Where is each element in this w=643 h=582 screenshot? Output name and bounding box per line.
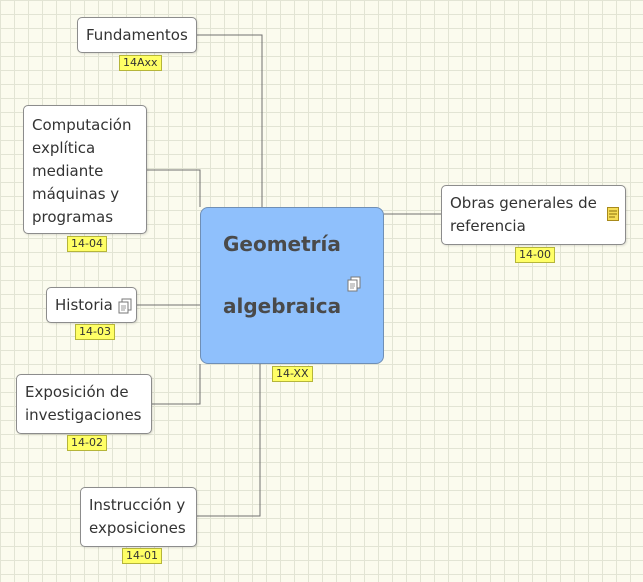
topic-computacion-line-5: programas	[32, 208, 114, 226]
topic-fundamentos-tag: 14Axx	[119, 55, 162, 71]
topic-historia-tag: 14-03	[75, 324, 115, 340]
topic-exposicion-line-1: Exposición de	[25, 383, 129, 401]
connector-exposicion	[152, 364, 201, 405]
topic-fundamentos[interactable]: Fundamentos	[77, 17, 197, 53]
topic-obras-tag: 14-00	[515, 247, 555, 263]
topic-instruccion[interactable]: Instrucción y exposiciones	[80, 487, 197, 547]
topic-computacion-line-1: Computación	[32, 116, 132, 134]
topic-obras-generales[interactable]: Obras generales de referencia	[441, 185, 626, 245]
central-topic-line-2: algebraica	[223, 294, 342, 318]
topic-computacion-line-2: explítica	[32, 139, 96, 157]
topic-instruccion-line-2: exposiciones	[89, 519, 186, 537]
topic-exposicion[interactable]: Exposición de investigaciones	[16, 374, 152, 434]
topic-obras-line-2: referencia	[450, 217, 526, 235]
connector-instruccion	[197, 364, 261, 517]
central-topic-line-1: Geometría	[223, 232, 341, 256]
sticky-note-icon	[607, 207, 619, 221]
connector-computacion	[147, 169, 201, 207]
document-note-icon	[347, 276, 361, 292]
topic-historia-label: Historia	[55, 296, 113, 314]
topic-instruccion-line-1: Instrucción y	[89, 496, 186, 514]
topic-instruccion-tag: 14-01	[122, 548, 162, 564]
connector-fundamentos	[197, 34, 263, 207]
topic-exposicion-tag: 14-02	[67, 435, 107, 451]
topic-computacion-line-4: máquinas y	[32, 185, 120, 203]
topic-obras-line-1: Obras generales de	[450, 194, 597, 212]
topic-historia[interactable]: Historia	[46, 287, 137, 323]
document-note-icon	[118, 298, 132, 314]
topic-exposicion-line-2: investigaciones	[25, 406, 142, 424]
topic-computacion[interactable]: Computación explítica mediante máquinas …	[23, 105, 147, 234]
topic-computacion-line-3: mediante	[32, 162, 104, 180]
central-topic[interactable]: Geometría algebraica	[200, 207, 384, 364]
topic-fundamentos-label: Fundamentos	[86, 26, 188, 44]
topic-computacion-tag: 14-04	[67, 236, 107, 252]
central-topic-tag: 14-XX	[272, 366, 313, 382]
